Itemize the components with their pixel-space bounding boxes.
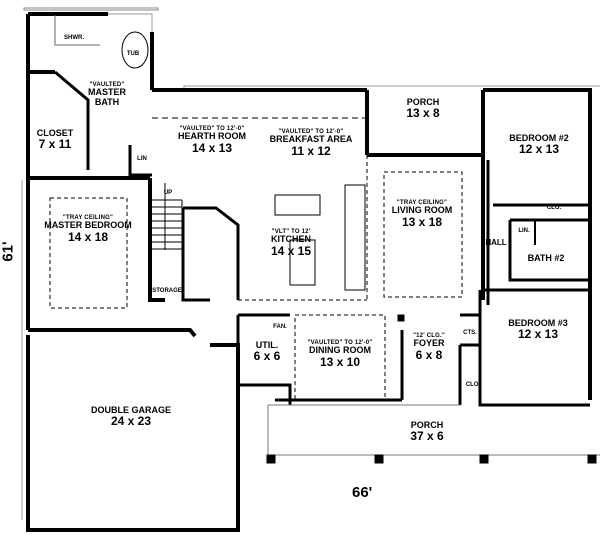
label-fan: FAN. xyxy=(273,324,287,330)
room-double-garage: DOUBLE GARAGE 24 x 23 xyxy=(90,405,172,429)
label-tub: TUB xyxy=(126,51,140,57)
label-cts: CTS. xyxy=(463,330,477,336)
room-breakfast-area: "VAULTED" TO 12'-0" BREAKFAST AREA 11 x … xyxy=(269,129,353,158)
label-lin-hall: LIN. xyxy=(518,228,530,234)
room-porch-front: PORCH 37 x 6 xyxy=(410,420,444,444)
room-util: UTIL. 6 x 6 xyxy=(253,340,281,364)
room-foyer: "12' CLG." FOYER 6 x 8 xyxy=(413,333,445,362)
room-master-bath: "VAULTED" MASTER BATH xyxy=(88,82,126,107)
room-closet: CLOSET 7 x 11 xyxy=(36,128,74,152)
room-dining-room: "VAULTED" TO 12'-0" DINING ROOM 13 x 10 xyxy=(307,340,373,369)
label-lin-master: LIN xyxy=(137,156,147,162)
room-living-room: "TRAY CEILING" LIVING ROOM 13 x 18 xyxy=(391,200,453,229)
room-bedroom-3: BEDROOM #3 12 x 13 xyxy=(508,318,568,342)
room-hearth-room: "VAULTED" TO 12'-0" HEARTH ROOM 14 x 13 xyxy=(178,126,246,155)
room-kitchen: "VLT" TO 12' KITCHEN 14 x 15 xyxy=(270,229,312,258)
room-bedroom-2: BEDROOM #2 12 x 13 xyxy=(509,133,569,157)
overall-depth-dimension: 61' xyxy=(0,241,17,262)
label-hall: HALL xyxy=(485,238,507,247)
label-up: UP xyxy=(163,190,173,196)
overall-width-dimension: 66' xyxy=(352,484,373,501)
room-porch-rear: PORCH 13 x 8 xyxy=(406,97,440,121)
label-clo-bed2: CLO. xyxy=(546,205,562,211)
label-shower: SHWR. xyxy=(64,35,84,41)
label-storage: STORAGE xyxy=(152,288,182,294)
room-master-bedroom: "TRAY CEILING" MASTER BEDROOM 14 x 18 xyxy=(44,215,132,244)
label-clo-bed3: CLO. xyxy=(465,382,481,388)
room-bath-2: BATH #2 xyxy=(527,253,565,263)
